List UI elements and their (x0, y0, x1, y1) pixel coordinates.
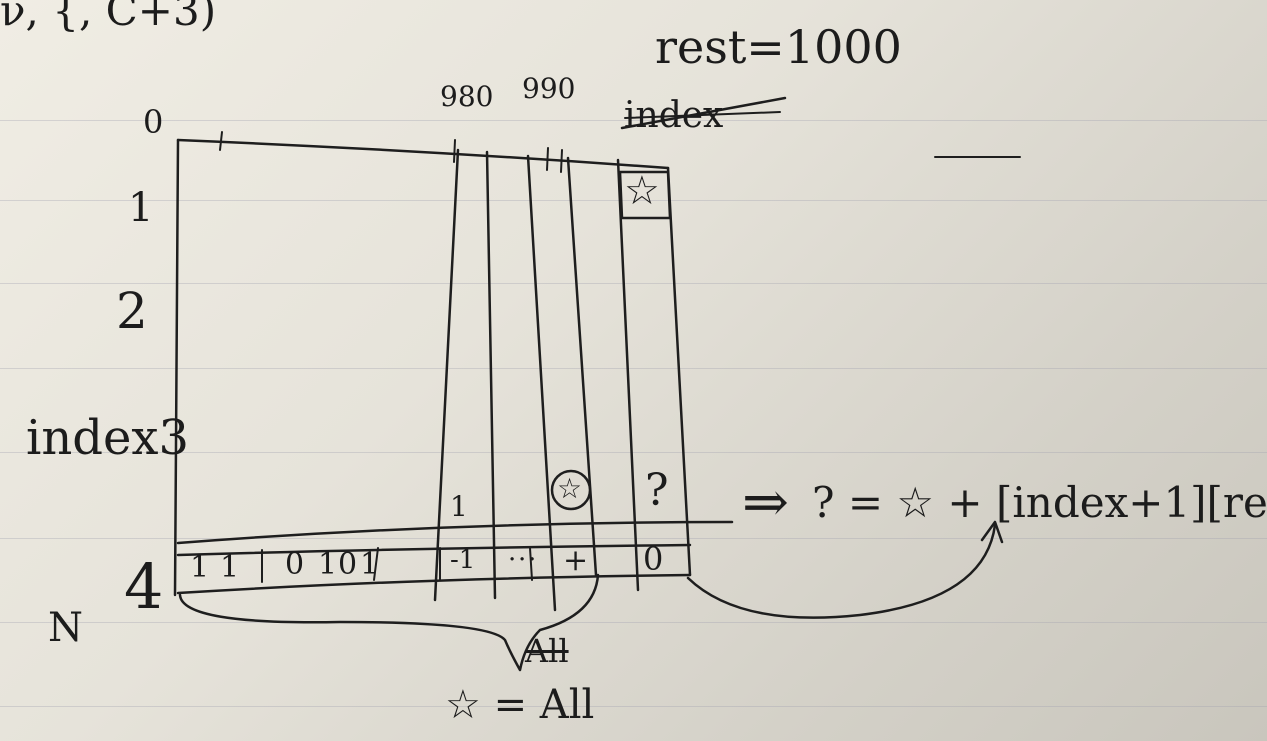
column-line (566, 156, 598, 577)
cell-divider (373, 547, 379, 581)
row-label-index3: index3 (26, 410, 190, 466)
row3-line (176, 520, 734, 545)
column-line (526, 154, 557, 612)
cell-divider (529, 547, 533, 581)
circled-star-ring (550, 469, 592, 511)
top-tick (546, 147, 549, 171)
row-label-0: 0 (143, 103, 164, 141)
column-line (433, 148, 460, 602)
row-n-mark: N (48, 605, 83, 651)
bottom-cell: 0 (643, 540, 664, 578)
cell-above-980: 1 (450, 490, 468, 523)
column-line (616, 158, 640, 592)
formula-text: ? = ☆ + [index+1][rest] (812, 478, 1267, 527)
table-top-edge (176, 138, 670, 170)
strike-index-2 (624, 111, 781, 119)
bottom-row-top (176, 543, 692, 557)
column-line (485, 150, 497, 600)
row-label-2: 2 (116, 282, 148, 340)
star-box (618, 170, 672, 220)
table-left-edge (173, 138, 180, 597)
row-label-4: 4 (124, 550, 164, 623)
circled-star: ☆ (557, 472, 583, 505)
bottom-cell: 1 (318, 547, 338, 582)
top-fragment: ν, {, C+3) (0, 0, 217, 35)
bottom-cell: 0 (338, 547, 358, 582)
bottom-cell: · (508, 545, 517, 575)
formula-arrow: ⇒ (742, 470, 789, 535)
rest-label: rest=1000 (655, 20, 902, 74)
bottom-cell: -1 (450, 545, 476, 575)
question-cell: ? (645, 465, 669, 516)
bottom-cell: 1 (190, 550, 210, 585)
top-tick (560, 149, 563, 173)
star-box-star: ☆ (624, 168, 660, 214)
bottom-cell: 1 (360, 547, 380, 582)
col-label-990: 990 (522, 72, 576, 105)
bottom-cell: 1 (220, 550, 240, 585)
top-tick (219, 131, 223, 151)
bottom-cell: 0 (285, 547, 305, 582)
strike-index (620, 96, 787, 130)
bottom-cell: · (528, 545, 537, 575)
index-struck-label: index (624, 95, 724, 136)
brace-label-struck: All (525, 632, 569, 670)
arrow-head (980, 520, 1004, 544)
top-tick (453, 139, 456, 163)
col-label-980: 980 (440, 80, 494, 113)
brace (178, 573, 600, 672)
row-label-1: 1 (128, 185, 154, 231)
bottom-cell: + (563, 543, 589, 578)
brace-equation: ☆ = All (445, 682, 595, 728)
table-right-edge (666, 166, 692, 577)
bottom-cell: · (518, 545, 527, 575)
bottom-row-bottom (176, 573, 692, 595)
arrow-curve (686, 523, 997, 619)
